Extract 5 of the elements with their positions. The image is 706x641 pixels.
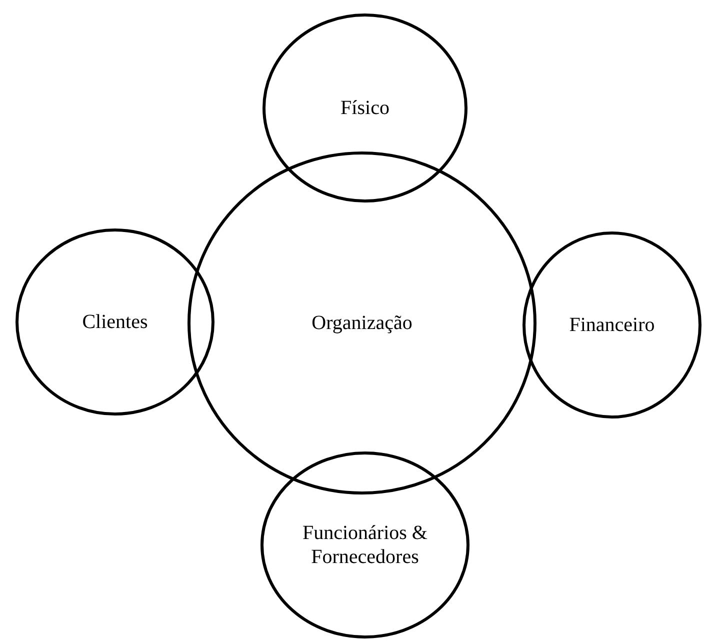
circle-label: Financeiro — [568, 313, 656, 337]
circle-label: Clientes — [81, 310, 149, 334]
circle-label: Organização — [310, 311, 414, 335]
circle-label: Físico — [340, 96, 390, 120]
circle-label: Funcionários & Fornecedores — [302, 521, 428, 569]
